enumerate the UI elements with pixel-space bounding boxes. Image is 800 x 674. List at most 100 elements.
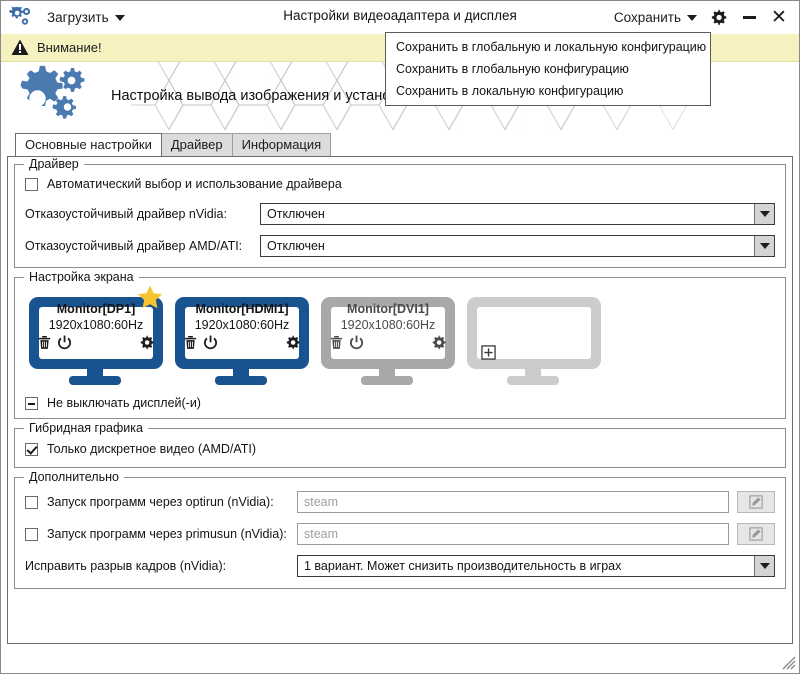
checkbox-box bbox=[25, 396, 38, 410]
menu-item-save-global-and-local[interactable]: Сохранить в глобальную и локальную конфи… bbox=[396, 40, 707, 54]
monitor-frame-icon bbox=[321, 297, 455, 385]
warning-triangle-icon bbox=[11, 39, 29, 55]
group-driver-legend: Драйвер bbox=[24, 157, 84, 171]
primary-star-icon bbox=[138, 285, 162, 309]
edit-pencil-icon bbox=[749, 527, 763, 541]
primusun-row: Запуск программ через primusun (nVidia):… bbox=[25, 523, 775, 545]
driver-auto-label: Автоматический выбор и использование дра… bbox=[47, 177, 342, 191]
monitor-frame-icon bbox=[175, 297, 309, 385]
driver-nvidia-select[interactable]: Отключен bbox=[260, 203, 775, 225]
driver-auto-row: Автоматический выбор и использование дра… bbox=[25, 177, 775, 191]
primusun-input[interactable]: steam bbox=[297, 523, 729, 545]
tab-strip: Основные настройки Драйвер Информация bbox=[1, 132, 799, 156]
save-button-label: Сохранить bbox=[613, 10, 681, 25]
gear-icon bbox=[711, 9, 726, 26]
save-dropdown-menu: Сохранить в глобальную и локальную конфи… bbox=[385, 32, 711, 106]
checkbox-box bbox=[25, 442, 38, 456]
save-button[interactable]: Сохранить bbox=[608, 7, 703, 28]
monitor-action-icons bbox=[37, 335, 155, 350]
tab-information[interactable]: Информация bbox=[231, 133, 332, 156]
monitor-action-icons bbox=[183, 335, 301, 350]
gear-icon[interactable] bbox=[286, 335, 301, 350]
driver-auto-checkbox[interactable]: Автоматический выбор и использование дра… bbox=[25, 177, 342, 191]
monitor-frame-icon bbox=[29, 297, 163, 385]
menu-item-save-global[interactable]: Сохранить в глобальную конфигурацию bbox=[396, 62, 629, 76]
discrete-video-checkbox[interactable]: Только дискретное видео (AMD/ATI) bbox=[25, 442, 256, 456]
gears-icon bbox=[9, 4, 33, 29]
discrete-video-label: Только дискретное видео (AMD/ATI) bbox=[47, 442, 257, 456]
primusun-checkbox[interactable]: Запуск программ через primusun (nVidia): bbox=[25, 527, 297, 541]
chevron-down-icon[interactable] bbox=[754, 236, 774, 256]
group-hybrid-legend: Гибридная графика bbox=[24, 421, 148, 435]
close-button[interactable]: ✕ bbox=[765, 4, 793, 32]
gear-icon[interactable] bbox=[432, 335, 447, 350]
discrete-video-row: Только дискретное видео (AMD/ATI) bbox=[25, 442, 775, 456]
group-screen-legend: Настройка экрана bbox=[24, 270, 139, 284]
tearing-fix-select[interactable]: 1 вариант. Может снизить производительно… bbox=[297, 555, 775, 577]
warning-text: Внимание! bbox=[37, 40, 102, 55]
gears-logo-icon bbox=[9, 65, 105, 127]
checkbox-box bbox=[25, 177, 38, 191]
resize-grip-icon[interactable] bbox=[782, 656, 796, 670]
title-bar: Загрузить Настройки видеоадаптера и дисп… bbox=[1, 1, 799, 34]
power-icon[interactable] bbox=[57, 335, 72, 350]
settings-gear-button[interactable] bbox=[705, 4, 733, 32]
chevron-down-icon[interactable] bbox=[754, 556, 774, 576]
driver-amd-label: Отказоустойчивый драйвер AMD/ATI: bbox=[25, 239, 243, 253]
load-button[interactable]: Загрузить bbox=[41, 7, 131, 28]
gear-icon[interactable] bbox=[140, 335, 155, 350]
monitor-frame-icon bbox=[467, 297, 601, 385]
optirun-label: Запуск программ через optirun (nVidia): bbox=[47, 495, 274, 509]
keep-displays-row: Не выключать дисплей(-и) bbox=[25, 396, 775, 410]
primusun-edit-button[interactable] bbox=[737, 523, 775, 545]
chevron-down-icon bbox=[114, 14, 125, 21]
plus-box-icon[interactable] bbox=[481, 345, 496, 360]
load-button-label: Загрузить bbox=[47, 10, 109, 25]
menu-item-save-local[interactable]: Сохранить в локальную конфигурацию bbox=[396, 84, 624, 98]
chevron-down-icon bbox=[687, 14, 697, 21]
keep-displays-on-label: Не выключать дисплей(-и) bbox=[47, 396, 201, 410]
trash-icon[interactable] bbox=[183, 335, 198, 350]
primusun-label: Запуск программ через primusun (nVidia): bbox=[47, 527, 287, 541]
monitor-action-icons bbox=[329, 335, 447, 350]
group-extra-legend: Дополнительно bbox=[24, 470, 124, 484]
group-driver: Драйвер Автоматический выбор и использов… bbox=[14, 157, 786, 268]
optirun-row: Запуск программ через optirun (nVidia): … bbox=[25, 491, 775, 513]
close-icon: ✕ bbox=[771, 6, 787, 28]
tearing-fix-label: Исправить разрыв кадров (nVidia): bbox=[25, 559, 227, 573]
tab-main-settings[interactable]: Основные настройки bbox=[15, 133, 162, 156]
tab-panel-main-settings: Драйвер Автоматический выбор и использов… bbox=[7, 156, 793, 644]
minimize-icon bbox=[742, 16, 756, 19]
driver-nvidia-value: Отключен bbox=[267, 207, 325, 221]
keep-displays-on-checkbox[interactable]: Не выключать дисплей(-и) bbox=[25, 396, 201, 410]
tab-driver[interactable]: Драйвер bbox=[160, 133, 233, 156]
monitor-card-dvi1[interactable]: Monitor[DVI1] 1920x1080:60Hz bbox=[317, 291, 459, 388]
trash-icon[interactable] bbox=[329, 335, 344, 350]
checkbox-box bbox=[25, 495, 38, 509]
group-extra: Дополнительно Запуск программ через opti… bbox=[14, 470, 786, 589]
power-icon[interactable] bbox=[349, 335, 364, 350]
trash-icon[interactable] bbox=[37, 335, 52, 350]
driver-amd-row: Отказоустойчивый драйвер AMD/ATI: Отключ… bbox=[25, 235, 775, 257]
edit-pencil-icon bbox=[749, 495, 763, 509]
monitor-list: Monitor[DP1] 1920x1080:60Hz bbox=[25, 285, 775, 388]
monitor-card-dp1[interactable]: Monitor[DP1] 1920x1080:60Hz bbox=[25, 285, 167, 388]
tearing-fix-row: Исправить разрыв кадров (nVidia): 1 вари… bbox=[25, 555, 775, 577]
driver-amd-select[interactable]: Отключен bbox=[260, 235, 775, 257]
chevron-down-icon[interactable] bbox=[754, 204, 774, 224]
optirun-checkbox[interactable]: Запуск программ через optirun (nVidia): bbox=[25, 495, 297, 509]
monitor-card-hdmi1[interactable]: Monitor[HDMI1] 1920x1080:60Hz bbox=[171, 291, 313, 388]
tearing-fix-value: 1 вариант. Может снизить производительно… bbox=[304, 559, 622, 573]
driver-nvidia-row: Отказоустойчивый драйвер nVidia: Отключе… bbox=[25, 203, 775, 225]
title-bar-controls: Сохранить ✕ bbox=[608, 4, 793, 32]
group-screen-setup: Настройка экрана Monitor[DP1] bbox=[14, 270, 786, 419]
optirun-input[interactable]: steam bbox=[297, 491, 729, 513]
driver-nvidia-label: Отказоустойчивый драйвер nVidia: bbox=[25, 207, 227, 221]
checkbox-box bbox=[25, 527, 38, 541]
minimize-button[interactable] bbox=[735, 4, 763, 32]
optirun-edit-button[interactable] bbox=[737, 491, 775, 513]
monitor-add-slot[interactable] bbox=[463, 291, 605, 388]
power-icon[interactable] bbox=[203, 335, 218, 350]
group-hybrid-graphics: Гибридная графика Только дискретное виде… bbox=[14, 421, 786, 468]
